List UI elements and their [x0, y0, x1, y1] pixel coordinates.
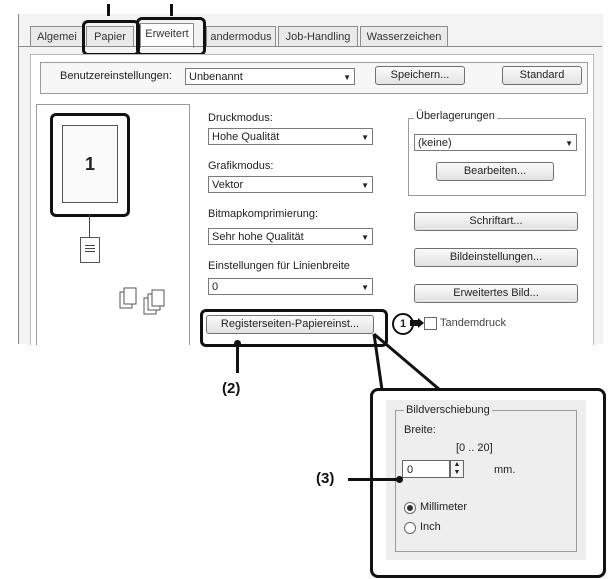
- chevron-down-icon: ▼: [565, 139, 573, 148]
- unit-label: mm.: [494, 464, 516, 476]
- tab-erweitert[interactable]: Erweitert: [140, 23, 194, 48]
- tab-papier[interactable]: Papier: [86, 26, 134, 47]
- step2-label: (2): [222, 380, 241, 397]
- image-shift-title: Bildverschiebung: [404, 404, 492, 416]
- tab-paper-settings-button[interactable]: Registerseiten-Papiereinst...: [206, 315, 374, 334]
- image-settings-button[interactable]: Bildeinstellungen...: [414, 248, 578, 267]
- width-label: Breite:: [404, 424, 436, 436]
- width-spinner[interactable]: ▲▼: [450, 460, 464, 478]
- radio-inch-label: Inch: [420, 521, 441, 533]
- papier-tab-highlight: [82, 20, 140, 56]
- document-icon: [80, 237, 100, 263]
- line-width-label: Einstellungen für Linienbreite: [208, 260, 350, 272]
- step3-label: (3): [316, 470, 335, 487]
- overlay-select[interactable]: (keine) ▼: [414, 134, 577, 151]
- tab-allgemein[interactable]: Algemei: [30, 26, 84, 47]
- callout-pointer: [372, 332, 441, 392]
- graphic-mode-label: Grafikmodus:: [208, 160, 274, 172]
- standard-button[interactable]: Standard: [502, 66, 582, 85]
- overlay-group: [408, 118, 586, 196]
- print-mode-select[interactable]: Hohe Qualität ▼: [208, 128, 373, 145]
- page-preview-number: 1: [62, 125, 118, 203]
- bitmap-select[interactable]: Sehr hohe Qualität ▼: [208, 228, 373, 245]
- save-button[interactable]: Speichern...: [375, 66, 465, 85]
- step2-connector: [236, 343, 239, 373]
- tandem-label: Tandemdruck: [440, 317, 507, 329]
- line-width-value: 0: [212, 281, 219, 293]
- tandem-checkbox[interactable]: [424, 317, 437, 330]
- papier-marker: [107, 4, 110, 16]
- radio-millimeter-label: Millimeter: [420, 501, 468, 513]
- graphic-mode-select[interactable]: Vektor ▼: [208, 176, 373, 193]
- bitmap-value: Sehr hohe Qualität: [212, 231, 304, 243]
- arrow-right-icon: [410, 318, 424, 328]
- step3-connector: [348, 478, 400, 481]
- image-shift-panel: [386, 400, 586, 560]
- step3-dot: [396, 476, 403, 483]
- edit-overlay-button[interactable]: Bearbeiten...: [436, 162, 554, 181]
- tab-paper-highlight: [200, 309, 388, 347]
- line-width-select[interactable]: 0 ▼: [208, 278, 373, 295]
- extended-image-button[interactable]: Erweitertes Bild...: [414, 284, 578, 303]
- erweitert-tab-highlight: [136, 17, 206, 56]
- preview-connector: [89, 214, 90, 238]
- chevron-down-icon: ▼: [361, 133, 369, 142]
- chevron-down-icon: ▼: [343, 73, 351, 82]
- range-label: [0 .. 20]: [456, 442, 493, 454]
- font-button[interactable]: Schriftart...: [414, 212, 578, 231]
- overlay-value: (keine): [418, 137, 452, 149]
- tab-sondermodus[interactable]: andermodus: [206, 26, 276, 47]
- tab-divider: [18, 46, 602, 47]
- chevron-down-icon: ▼: [361, 181, 369, 190]
- tab-wasserzeichen[interactable]: Wasserzeichen: [360, 26, 448, 47]
- radio-millimeter[interactable]: [404, 502, 416, 514]
- chevron-down-icon: ▼: [361, 233, 369, 242]
- radio-inch[interactable]: [404, 522, 416, 534]
- chevron-down-icon: ▼: [361, 283, 369, 292]
- bitmap-label: Bitmapkomprimierung:: [208, 208, 319, 220]
- tab-job-handling[interactable]: Job-Handling: [278, 26, 358, 47]
- graphic-mode-value: Vektor: [212, 179, 244, 191]
- print-mode-label: Druckmodus:: [208, 112, 273, 124]
- width-input[interactable]: 0: [402, 460, 450, 478]
- user-settings-value: Unbenannt: [189, 71, 243, 83]
- user-settings-select[interactable]: Unbenannt ▼: [185, 68, 355, 85]
- multi-copy-icon: [119, 287, 165, 315]
- erweitert-marker: [170, 4, 173, 16]
- user-settings-label: Benutzereinstellungen:: [60, 70, 172, 82]
- overlay-label: Überlagerungen: [414, 110, 497, 122]
- print-mode-value: Hohe Qualität: [212, 131, 280, 143]
- step2-dot: [234, 340, 241, 347]
